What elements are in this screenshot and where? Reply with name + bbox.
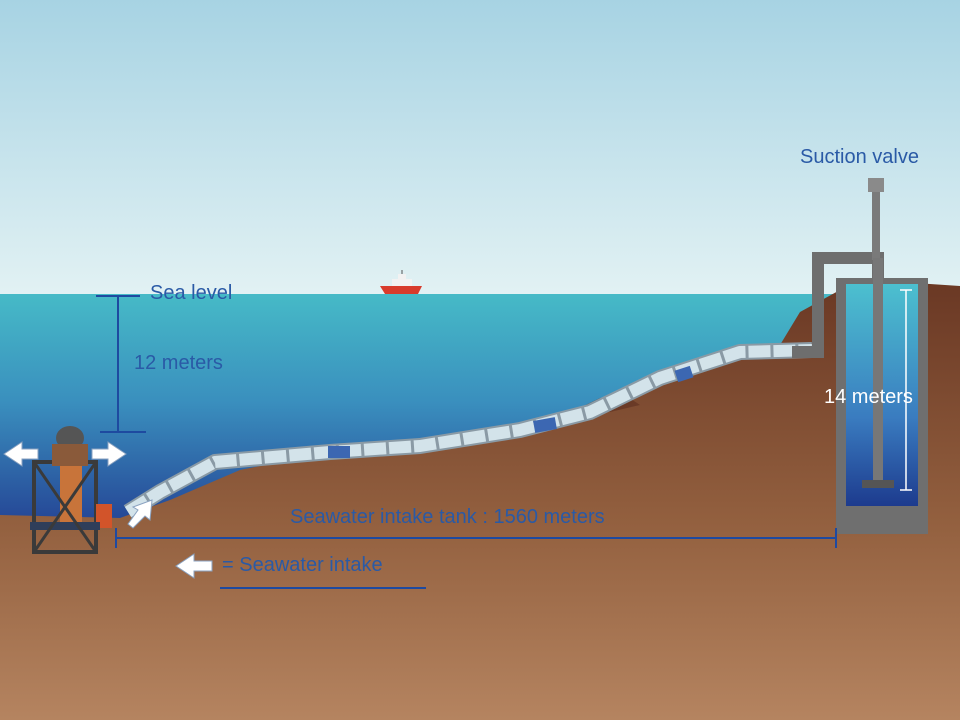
- ship-icon: [380, 270, 422, 294]
- arrow-icon: [127, 499, 153, 529]
- pipe-length-measure: [115, 528, 837, 548]
- intake-tank: [836, 258, 928, 534]
- arrow-icon: [3, 441, 39, 467]
- pipe-length-label: Seawater intake tank : 1560 meters: [290, 506, 605, 528]
- seabed: [0, 282, 960, 720]
- arrow-icon: [91, 441, 127, 467]
- pipe-segment-accent: [674, 365, 694, 383]
- arrow-icon: [175, 553, 213, 579]
- intake-pipeline: [123, 342, 813, 519]
- legend-label: = Seawater intake: [222, 554, 383, 576]
- tank-depth-label: 14 meters: [824, 386, 913, 408]
- depth-label: 12 meters: [134, 352, 223, 374]
- suction-valve-label: Suction valve: [800, 146, 919, 168]
- pipe-segment-accent: [328, 446, 350, 458]
- depth-measure: [96, 295, 146, 433]
- sea-level-label: Sea level: [150, 282, 233, 304]
- pipe-segment-accent: [533, 417, 557, 433]
- sky: [0, 0, 960, 300]
- submersible-pump-icon: [30, 426, 112, 554]
